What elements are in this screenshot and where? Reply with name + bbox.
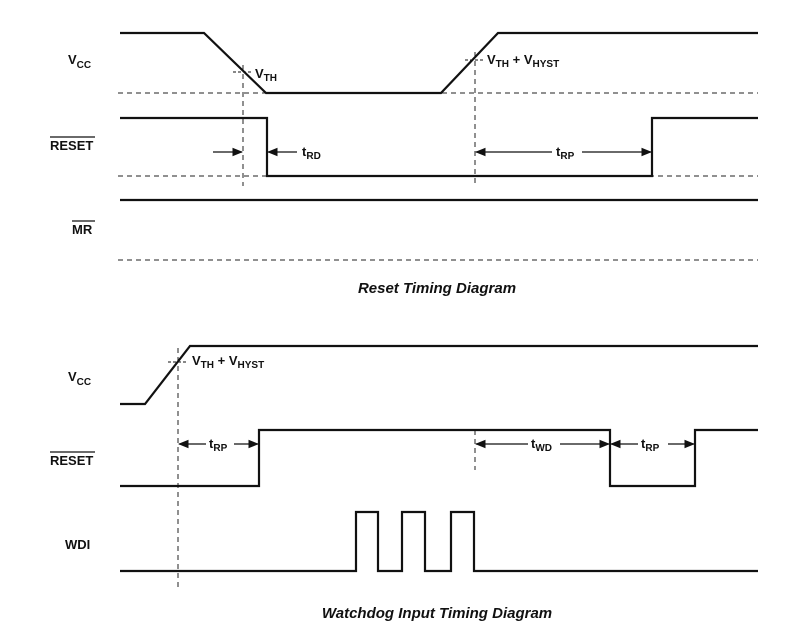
reset-diagram-caption: Reset Timing Diagram	[358, 280, 516, 297]
trd-annotation: tRD	[302, 144, 321, 162]
watchdog-diagram-caption: Watchdog Input Timing Diagram	[322, 605, 552, 622]
wdi-waveform	[120, 510, 758, 573]
vcc-waveform	[120, 344, 758, 406]
trp-annotation: tRP	[556, 144, 575, 162]
twd-annotation: tWD	[531, 436, 552, 454]
reset-timing-diagram: VCC RESET MR VTH VTH + VHYST tRD tRP Res…	[50, 31, 758, 297]
reset-waveform	[120, 428, 758, 488]
reset-label: RESET	[50, 453, 93, 468]
mr-label: MR	[72, 222, 93, 237]
reset-label: RESET	[50, 138, 93, 153]
vth-hyst-annotation: VTH + VHYST	[487, 52, 559, 70]
watchdog-timing-diagram: VCC RESET WDI VTH + VHYST tRP tWD tRP Wa…	[50, 344, 758, 622]
vth-annotation: VTH	[255, 66, 277, 84]
trp1-annotation: tRP	[209, 436, 228, 454]
vcc-waveform	[120, 31, 758, 95]
vth-hyst-annotation: VTH + VHYST	[192, 353, 264, 371]
wdi-label: WDI	[65, 537, 90, 552]
vcc-label: VCC	[68, 369, 91, 388]
vcc-label: VCC	[68, 52, 91, 71]
reset-waveform	[120, 116, 758, 178]
trp2-annotation: tRP	[641, 436, 660, 454]
